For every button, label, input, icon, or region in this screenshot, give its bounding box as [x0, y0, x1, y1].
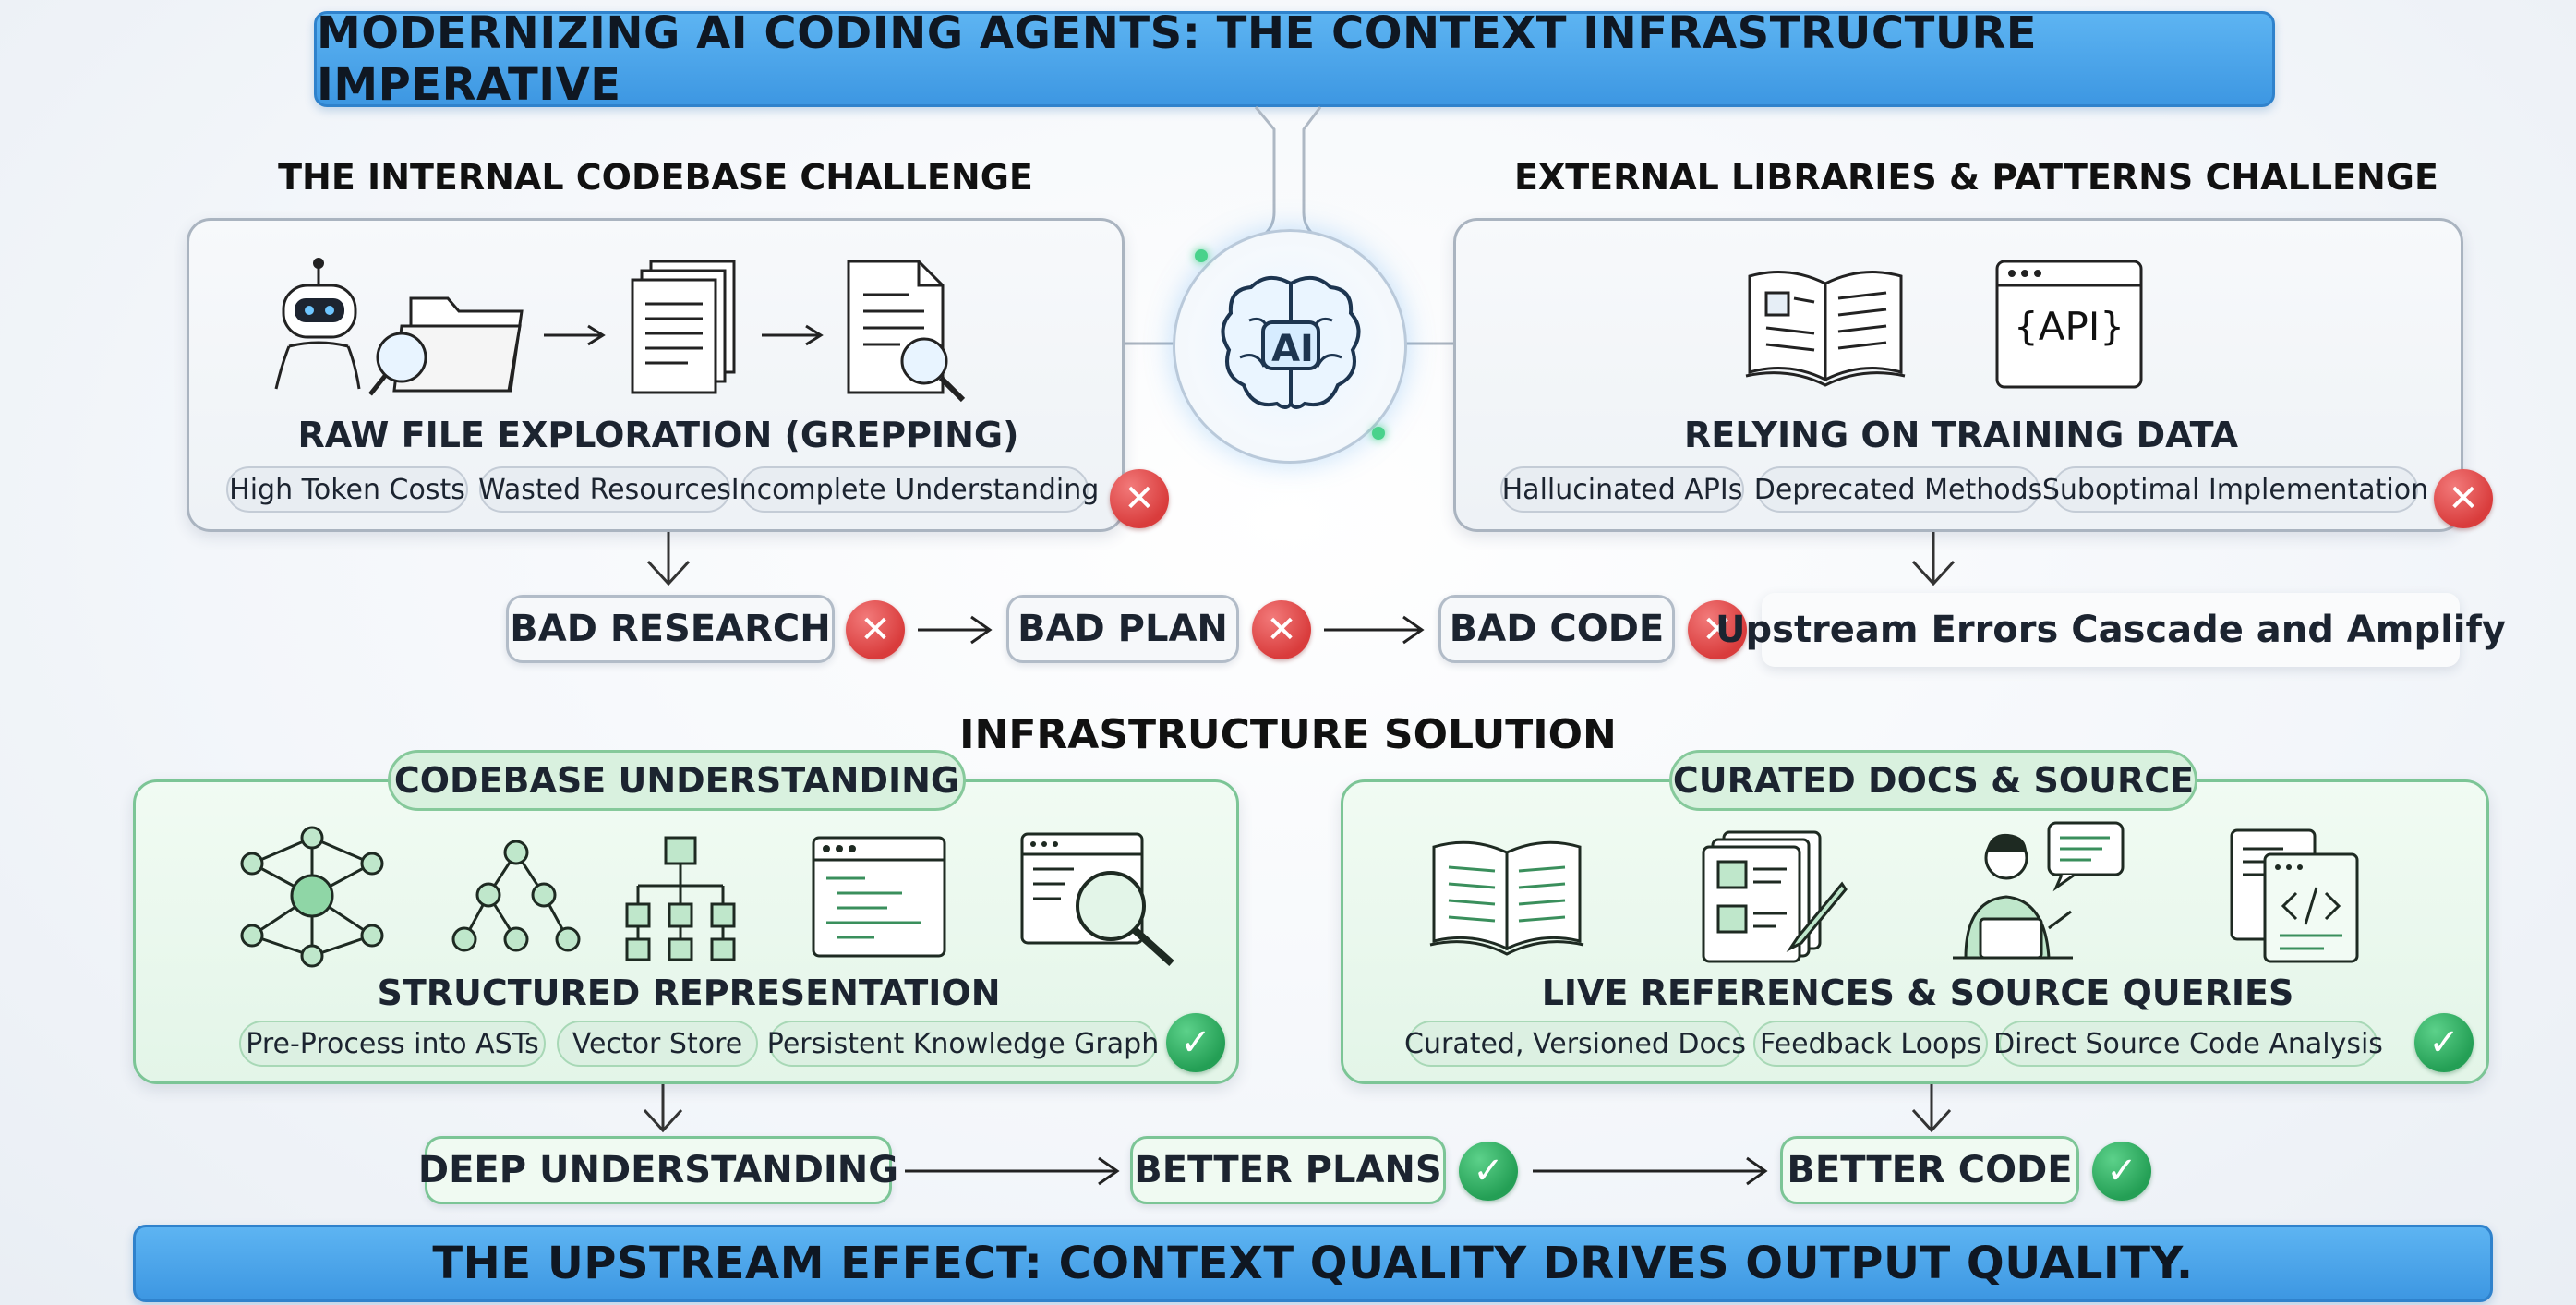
x-icon: ✕ [2434, 469, 2493, 528]
chip-wasted-resources: Wasted Resources [478, 466, 731, 513]
right-solution-subtitle: LIVE REFERENCES & SOURCE QUERIES [1541, 973, 2294, 1013]
left-solution-subtitle: STRUCTURED REPRESENTATION [377, 973, 1001, 1013]
left-solution-panel: STRUCTURED REPRESENTATION Pre-Process in… [133, 779, 1239, 1084]
docs-edit-icon [1702, 828, 1849, 963]
open-book-icon [1742, 261, 1908, 391]
right-challenge-panel: {API} RELYING ON TRAINING DATA Hallucina… [1453, 218, 2463, 532]
footer-banner: THE UPSTREAM EFFECT: CONTEXT QUALITY DRI… [133, 1225, 2493, 1302]
chip-curated-versioned-docs: Curated, Versioned Docs [1404, 1021, 1746, 1067]
document-search-icon [845, 258, 983, 405]
arrow-right-icon [542, 324, 607, 346]
solution-heading: INFRASTRUCTURE SOLUTION [959, 711, 1617, 758]
api-label: {API} [2014, 304, 2125, 349]
page-title: MODERNIZING AI CODING AGENTS: THE CONTEX… [317, 7, 2038, 111]
x-icon: ✕ [1110, 469, 1169, 528]
check-icon: ✓ [1459, 1142, 1518, 1201]
codebase-understanding-tag: CODEBASE UNDERSTANDING [388, 750, 966, 811]
hub-dot [1372, 427, 1385, 440]
bad-code-box: BAD CODE [1438, 595, 1675, 663]
api-window-icon [1993, 258, 2145, 391]
chip-persistent-knowledge-graph: Persistent Knowledge Graph [767, 1021, 1159, 1067]
documents-icon [629, 258, 740, 396]
open-book-icon [1426, 834, 1587, 960]
right-challenge-subtitle: RELYING ON TRAINING DATA [1683, 415, 2238, 455]
title-banner: MODERNIZING AI CODING AGENTS: THE CONTEX… [314, 7, 2275, 111]
hub-dot [1195, 249, 1208, 262]
chip-pre-process-asts: Pre-Process into ASTs [239, 1021, 546, 1067]
cascade-note: Upstream Errors Cascade and Amplify [1715, 593, 2506, 667]
better-plans-box: BETTER PLANS [1130, 1136, 1446, 1204]
hub-label: AI [1271, 328, 1314, 370]
tree-icon [450, 838, 583, 958]
code-window-icon [810, 834, 948, 960]
folder-search-icon [374, 280, 531, 400]
chip-hallucinated-apis: Hallucinated APIs [1500, 466, 1744, 513]
better-code-box: BETTER CODE [1780, 1136, 2079, 1204]
left-challenge-subtitle: RAW FILE EXPLORATION (GREPPING) [297, 415, 1019, 455]
network-graph-icon [234, 827, 391, 965]
chip-feedback-loops: Feedback Loops [1753, 1021, 1988, 1067]
check-icon: ✓ [2092, 1142, 2151, 1201]
search-window-icon [1018, 830, 1181, 969]
hierarchy-icon [625, 834, 736, 963]
deep-understanding-box: DEEP UNDERSTANDING [418, 1136, 898, 1204]
chip-direct-source-code-analysis: Direct Source Code Analysis [1993, 1021, 2383, 1067]
chip-vector-store: Vector Store [557, 1021, 758, 1067]
ai-hub: AI [1173, 229, 1407, 464]
robot-icon [263, 258, 383, 393]
x-icon: ✕ [846, 600, 905, 659]
person-laptop-icon [1953, 819, 2128, 967]
x-icon: ✕ [1688, 600, 1747, 659]
chip-high-token-costs: High Token Costs [226, 466, 468, 513]
right-solution-panel: LIVE REFERENCES & SOURCE QUERIES Curated… [1341, 779, 2489, 1084]
chip-incomplete-understanding: Incomplete Understanding [731, 466, 1099, 513]
bad-plan-box: BAD PLAN [1006, 595, 1239, 663]
right-challenge-heading: EXTERNAL LIBRARIES & PATTERNS CHALLENGE [1514, 157, 2438, 198]
left-challenge-heading: THE INTERNAL CODEBASE CHALLENGE [278, 157, 1033, 198]
check-icon: ✓ [2414, 1013, 2474, 1072]
footer-text: THE UPSTREAM EFFECT: CONTEXT QUALITY DRI… [432, 1238, 2194, 1289]
left-challenge-panel: RAW FILE EXPLORATION (GREPPING) High Tok… [187, 218, 1125, 532]
brain-icon [1212, 265, 1369, 422]
check-icon: ✓ [1166, 1013, 1225, 1072]
chip-suboptimal-implementation: Suboptimal Implementation [2042, 466, 2428, 513]
curated-docs-tag: CURATED DOCS & SOURCE [1669, 750, 2197, 811]
x-icon: ✕ [1252, 600, 1311, 659]
source-code-docs-icon [2228, 827, 2366, 965]
bad-research-box: BAD RESEARCH [506, 595, 835, 663]
chip-deprecated-methods: Deprecated Methods [1754, 466, 2042, 513]
arrow-right-icon [760, 324, 825, 346]
